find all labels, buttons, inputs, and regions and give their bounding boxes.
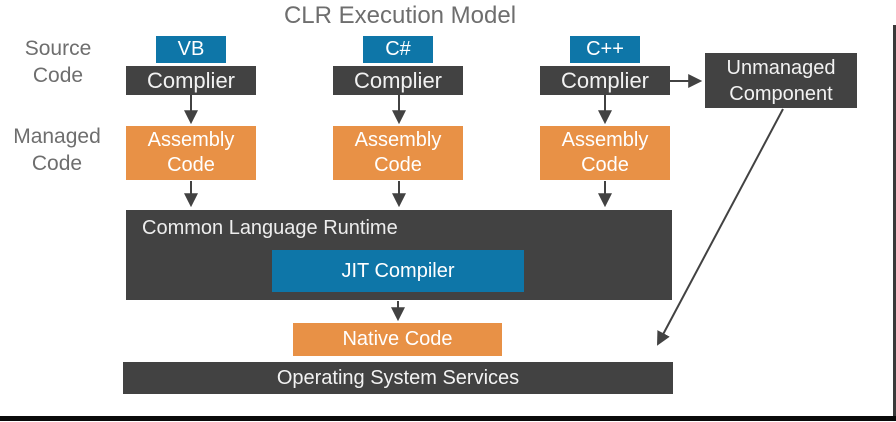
arrow-unmanaged-to-os-services (657, 108, 784, 346)
assembly-code-box-vb: Assembly Code (126, 126, 256, 180)
compiler-box-vb: Complier (126, 66, 256, 95)
unmanaged-component-box: Unmanaged Component (705, 53, 857, 108)
native-code-box: Native Code (293, 323, 502, 356)
assembly-code-label: Assembly Code (147, 129, 235, 176)
assembly-code-box-cpp: Assembly Code (540, 126, 670, 180)
label-source-code: Source Code (24, 37, 92, 87)
operating-system-services-box: Operating System Services (123, 362, 673, 394)
label-managed-code: Managed Code (13, 125, 101, 175)
assembly-code-label: Assembly Code (561, 129, 649, 176)
unmanaged-component-label: Unmanaged Component (726, 56, 836, 105)
lang-box-csharp: C# (363, 36, 433, 63)
lang-box-cpp: C++ (570, 36, 640, 63)
compiler-box-csharp: Complier (333, 66, 463, 95)
jit-compiler-box: JIT Compiler (272, 250, 524, 292)
diagram-title: CLR Execution Model (283, 2, 517, 29)
compiler-box-cpp: Complier (540, 66, 670, 95)
assembly-code-label: Assembly Code (354, 129, 442, 176)
right-edge-line (893, 25, 896, 417)
lang-box-vb: VB (156, 36, 226, 63)
common-language-runtime-label: Common Language Runtime (142, 217, 398, 239)
assembly-code-box-csharp: Assembly Code (333, 126, 463, 180)
bottom-border-bar (0, 416, 896, 421)
